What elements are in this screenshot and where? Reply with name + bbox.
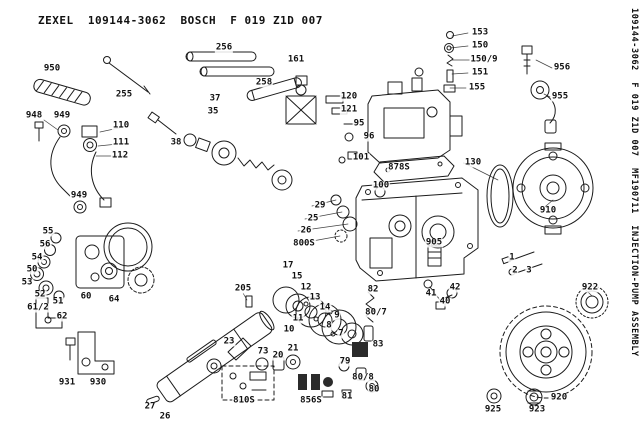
spline-ring-922	[575, 285, 609, 319]
pump-housing	[355, 177, 479, 282]
feed-pump-assembly	[30, 222, 155, 329]
sensor-161	[285, 75, 317, 125]
screws-1-2-3	[501, 251, 543, 276]
governor-fittings	[325, 95, 359, 164]
tubes-256	[185, 51, 275, 77]
coupling-parts	[147, 111, 293, 191]
washer-925-nut-923	[486, 388, 543, 406]
filter-905	[427, 239, 442, 267]
bearing-disc-stack	[272, 286, 364, 346]
tube-258	[246, 77, 302, 101]
side-caption: 109144-3062 F 019 Z1D 007 MF190711 INJEC…	[629, 8, 639, 357]
gasket-kit	[221, 365, 275, 401]
drive-shaft	[156, 310, 275, 403]
bolt-255	[103, 56, 151, 95]
oring-set	[330, 194, 358, 243]
cap-parts-stack	[443, 31, 456, 93]
pipes-assembly	[34, 121, 112, 214]
governor-housing	[367, 67, 463, 164]
drive-gear-920	[499, 305, 593, 399]
plunger-parts	[338, 291, 379, 399]
mount-bracket	[65, 331, 115, 375]
shaft-cone-23	[206, 337, 252, 374]
seal-kit	[298, 374, 334, 398]
oring-130	[486, 164, 514, 228]
overflow-valve	[521, 45, 557, 134]
timer-flange-910	[512, 142, 594, 235]
page-title: ZEXEL 109144-3062 BOSCH F 019 Z1D 007	[38, 14, 323, 27]
lever-parts	[423, 279, 458, 310]
shaft-key-27	[146, 395, 160, 405]
tappet-parts	[245, 295, 301, 371]
hose-950	[33, 78, 91, 106]
